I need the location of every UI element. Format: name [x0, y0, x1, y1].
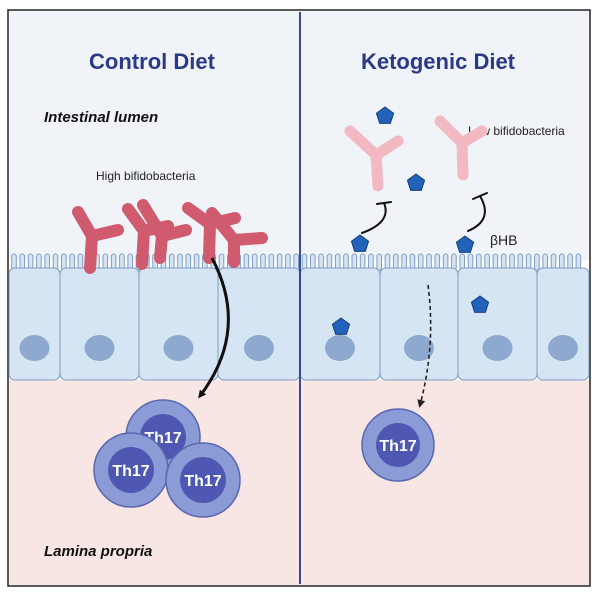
th17-cell: Th17 [361, 408, 435, 482]
epithelium [8, 253, 590, 381]
cell-nucleus [244, 335, 274, 361]
cell-nucleus [163, 335, 194, 361]
bifidobacteria-high-group [72, 199, 268, 274]
low-bifidobacteria-label: Low bifidobacteria [468, 124, 565, 138]
bifidobacterium [206, 207, 268, 268]
bifidobacterium [137, 199, 192, 264]
bhb-molecule [375, 106, 395, 124]
bhb-molecule [455, 235, 475, 253]
epithelial-cell [59, 267, 140, 381]
cell-nucleus [325, 335, 355, 361]
cell-nucleus [482, 335, 513, 361]
microvillus [376, 253, 382, 271]
cell-nucleus [404, 335, 434, 361]
microvillus [534, 253, 540, 271]
control-diet-title: Control Diet [89, 49, 216, 74]
th17-cell-label: Th17 [379, 438, 416, 455]
epithelial-cell [8, 267, 61, 381]
th17-cells-keto: Th17 [361, 408, 435, 482]
outer-frame [7, 9, 591, 587]
bhb-molecule [350, 234, 370, 252]
epithelial-cell [457, 267, 538, 381]
inhibition-arrows [361, 192, 488, 234]
th17-cell-label: Th17 [184, 473, 221, 490]
bhb-molecule [406, 173, 426, 191]
bifidobacterium [72, 206, 124, 274]
th17-cell: Th17 [165, 442, 241, 518]
epithelial-cell [379, 267, 459, 381]
bifidobacterium [434, 115, 488, 181]
lamina-propria-label: Lamina propria [44, 543, 152, 560]
bhb-molecules [331, 106, 490, 335]
cell-nucleus [548, 335, 578, 361]
cell-nucleus [84, 335, 115, 361]
th17-induction-arrow [198, 257, 230, 399]
bhb-molecule [470, 295, 490, 313]
bhb-label: βHB [490, 232, 518, 248]
ketogenic-diet-title: Ketogenic Diet [361, 49, 516, 74]
bifidobacterium [344, 125, 404, 192]
th17-cell: Th17 [93, 432, 169, 508]
epithelial-cell [536, 267, 590, 381]
inhibition-arrow [467, 192, 488, 232]
bifidobacteria-low-group [344, 115, 488, 192]
th17-cell-label: Th17 [112, 463, 149, 480]
high-bifidobacteria-label: High bifidobacteria [96, 169, 196, 183]
bhb-molecule [331, 317, 351, 335]
inhibition-arrow [361, 201, 392, 234]
epithelial-cell [217, 267, 301, 381]
reduced-induction-arrow [417, 284, 432, 408]
epithelial-cell [138, 267, 219, 381]
intestinal-lumen-label: Intestinal lumen [44, 109, 158, 126]
th17-cells-control: Th17 Th17 Th17 [93, 399, 241, 518]
cell-nucleus [19, 335, 50, 361]
